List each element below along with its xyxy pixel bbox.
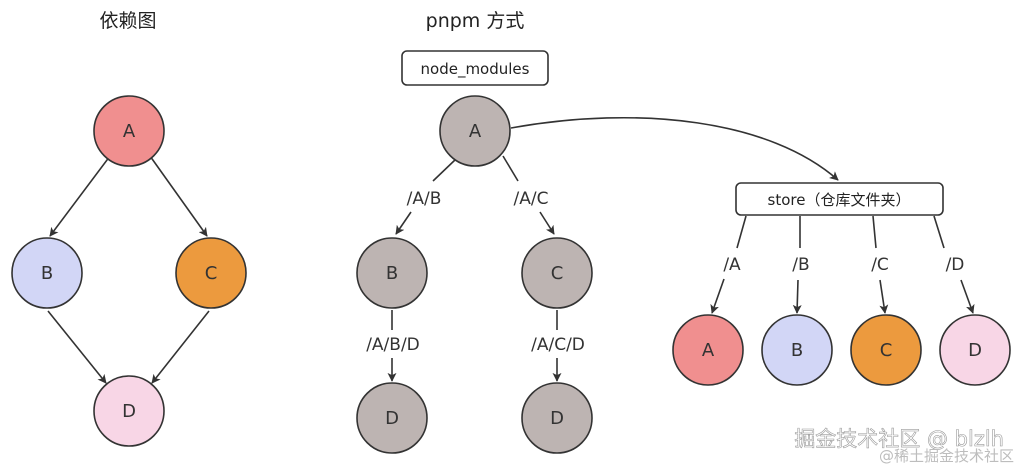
store-path-c: /C <box>871 255 889 275</box>
pnpm-node-d2-label: D <box>550 408 564 429</box>
left-node-c: C <box>175 237 247 309</box>
edge-label-a-b: /A/B <box>407 189 442 209</box>
store-node-b-label: B <box>791 340 803 361</box>
left-node-b-label: B <box>41 263 53 284</box>
edge-a-store <box>510 116 839 181</box>
store-box: store（仓库文件夹） <box>735 182 944 216</box>
edge-label-a-c: /A/C <box>514 189 549 209</box>
edge-pa-pc-bottom <box>539 211 555 235</box>
store-node-c <box>850 314 922 386</box>
store-item-b: /B B <box>761 216 833 386</box>
edge-b-d <box>47 310 107 384</box>
store-label: store（仓库文件夹） <box>768 191 911 209</box>
pnpm-node-b: B <box>356 237 428 309</box>
watermark-sub: @稀土掘金技术社区 <box>879 447 1014 465</box>
store-item-d: /D D <box>933 215 1011 386</box>
left-node-b: B <box>11 237 83 309</box>
edge-pa-pb-bottom <box>395 211 412 235</box>
store-node-d-label: D <box>968 340 982 361</box>
store-node-b <box>761 314 833 386</box>
pnpm-node-c: C <box>521 237 593 309</box>
edge-pa-pb-top <box>432 158 457 182</box>
left-node-a-label: A <box>123 121 136 142</box>
edge-a-b <box>49 155 111 237</box>
store-path-d: /D <box>946 255 965 275</box>
edge-pa-pc-top <box>502 155 519 182</box>
left-node-d: D <box>93 375 165 447</box>
store-node-a-label: A <box>702 340 715 361</box>
store-item-c: /C C <box>850 215 922 386</box>
pnpm-node-d-under-b: D <box>356 382 428 454</box>
title-pnpm-approach: pnpm 方式 <box>426 10 525 32</box>
store-node-d <box>939 314 1011 386</box>
store-path-b: /B <box>792 255 809 275</box>
store-node-c-label: C <box>880 340 893 361</box>
left-node-d-label: D <box>122 401 136 422</box>
pnpm-node-b-label: B <box>386 263 398 284</box>
store-node-a <box>672 314 744 386</box>
left-node-a: A <box>93 95 165 167</box>
node-modules-label: node_modules <box>421 60 530 79</box>
edge-a-c <box>149 155 208 237</box>
watermark-main: 掘金技术社区 @ blzlh <box>794 427 1004 451</box>
store-path-a: /A <box>723 255 741 275</box>
pnpm-node-a: A <box>439 95 511 167</box>
left-node-c-label: C <box>205 263 218 284</box>
title-dependency-graph: 依赖图 <box>99 10 156 32</box>
edge-label-b-d: /A/B/D <box>366 335 420 355</box>
pnpm-node-c-label: C <box>551 263 564 284</box>
pnpm-node-d1-label: D <box>385 408 399 429</box>
store-item-a: /A A <box>672 215 747 386</box>
pnpm-node-d-under-c: D <box>521 382 593 454</box>
pnpm-node-a-label: A <box>469 121 482 142</box>
edge-label-c-d: /A/C/D <box>531 335 585 355</box>
edge-c-d <box>151 310 210 384</box>
node-modules-box: node_modules <box>401 50 549 86</box>
